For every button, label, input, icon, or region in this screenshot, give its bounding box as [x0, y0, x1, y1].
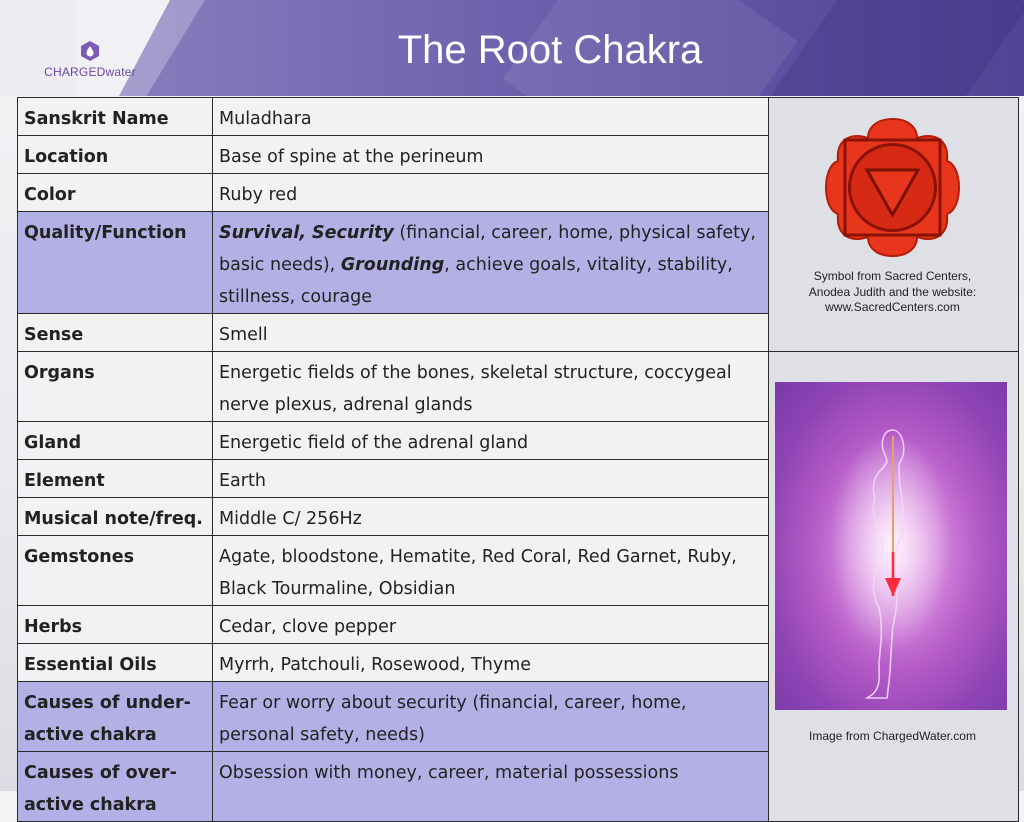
row-label: Organs	[17, 351, 213, 422]
row-value: Survival, Security (financial, career, h…	[212, 211, 769, 314]
value-text: Fear or worry about security (financial,…	[219, 693, 687, 745]
row-value: Cedar, clove pepper	[212, 605, 769, 644]
value-text: , achieve goals, vitality, stability, st…	[219, 255, 733, 307]
value-text: Middle C/ 256Hz	[219, 509, 362, 529]
row-value: Obsession with money, career, material p…	[212, 751, 769, 822]
row-label: Gland	[17, 421, 213, 460]
row-label: Causes of under-active chakra	[17, 681, 213, 752]
value-text: Muladhara	[219, 109, 312, 129]
logo-text-main: CHARGED	[44, 65, 106, 79]
table-row: Musical note/freq. Middle C/ 256Hz	[17, 497, 1019, 536]
row-label: Gemstones	[17, 535, 213, 606]
table-row: Gland Energetic field of the adrenal glan…	[17, 421, 1019, 460]
row-label: Color	[17, 173, 213, 212]
row-value: Middle C/ 256Hz	[212, 497, 769, 536]
value-text: Earth	[219, 471, 266, 491]
page-title: The Root Chakra	[397, 28, 703, 72]
value-text: Obsession with money, career, material p…	[219, 763, 679, 783]
charged-water-logo: CHARGEDwater	[36, 40, 144, 79]
row-label: Sense	[17, 313, 213, 352]
logo-text-accent: water	[105, 65, 136, 79]
row-value: Fear or worry about security (financial,…	[212, 681, 769, 752]
row-label: Sanskrit Name	[17, 97, 213, 136]
row-label: Essential Oils	[17, 643, 213, 682]
symbol-caption-line: Anodea Judith and the website:	[808, 284, 977, 299]
value-text: Smell	[219, 325, 268, 345]
body-chakra-image	[775, 382, 1007, 710]
value-text: Ruby red	[219, 185, 298, 205]
value-text: Agate, bloodstone, Hematite, Red Coral, …	[219, 547, 737, 599]
table-row: Element Earth	[17, 459, 1019, 498]
row-value: Ruby red	[212, 173, 769, 212]
row-value: Smell	[212, 313, 769, 352]
image-caption: Image from ChargedWater.com	[809, 729, 976, 743]
row-value: Base of spine at the perineum	[212, 135, 769, 174]
table-row: Location Base of spine at the perineum	[17, 135, 1019, 174]
row-label: Location	[17, 135, 213, 174]
symbol-panel: Symbol from Sacred Centers,Anodea Judith…	[768, 97, 1019, 352]
row-label: Quality/Function	[17, 211, 213, 314]
symbol-caption-line: www.SacredCenters.com	[825, 300, 960, 314]
row-value: Muladhara	[212, 97, 769, 136]
row-label: Musical note/freq.	[17, 497, 213, 536]
value-text: Myrrh, Patchouli, Rosewood, Thyme	[219, 655, 532, 675]
row-value: Energetic fields of the bones, skeletal …	[212, 351, 769, 422]
logo-wordmark: CHARGEDwater	[36, 65, 144, 79]
row-value: Myrrh, Patchouli, Rosewood, Thyme	[212, 643, 769, 682]
table-row: Sense Smell	[17, 313, 1019, 352]
value-text: Energetic fields of the bones, skeletal …	[219, 363, 732, 415]
row-value: Earth	[212, 459, 769, 498]
row-value: Energetic field of the adrenal gland	[212, 421, 769, 460]
value-text: Energetic field of the adrenal gland	[219, 433, 529, 453]
row-value: Agate, bloodstone, Hematite, Red Coral, …	[212, 535, 769, 606]
value-text: (financial, career, home, physical safet…	[219, 223, 756, 275]
root-chakra-symbol-icon	[825, 117, 960, 258]
row-label: Element	[17, 459, 213, 498]
row-label: Herbs	[17, 605, 213, 644]
symbol-caption-line: Symbol from Sacred Centers,	[813, 269, 972, 283]
image-panel: Image from ChargedWater.com	[768, 351, 1019, 822]
emphasized-text: Grounding	[340, 255, 445, 275]
symbol-caption: Symbol from Sacred Centers,Anodea Judith…	[770, 269, 1017, 316]
human-silhouette-icon	[831, 429, 951, 699]
value-text: Cedar, clove pepper	[219, 617, 397, 637]
row-label: Causes of over-active chakra	[17, 751, 213, 822]
emphasized-text: Survival, Security	[219, 223, 394, 243]
value-text: Base of spine at the perineum	[219, 147, 484, 167]
hexagon-drop-icon	[81, 41, 99, 61]
